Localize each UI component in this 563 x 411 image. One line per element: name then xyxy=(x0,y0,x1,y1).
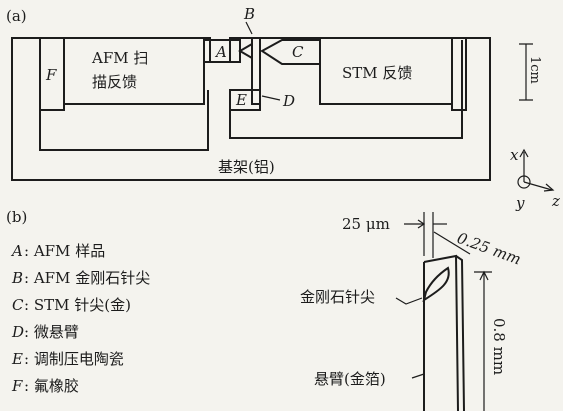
legend-text-B: : AFM 金刚石针尖 xyxy=(24,269,150,287)
cantilever-foil xyxy=(423,254,465,411)
dim-width-head xyxy=(417,219,426,229)
label-B: B xyxy=(243,5,255,23)
axis-x-arrow xyxy=(519,148,529,158)
stm-tip xyxy=(260,39,321,65)
fluoro-rubber-right xyxy=(451,37,467,111)
cantilever-label: 悬臂(金箔) xyxy=(314,370,386,388)
legend-key-F: F xyxy=(11,377,23,395)
dim-width-label: 25 μm xyxy=(342,215,390,233)
stm-box-label: STM 反馈 xyxy=(342,64,412,82)
legend-text-C: : STM 针尖(金) xyxy=(24,296,131,314)
label-C: C xyxy=(292,43,304,61)
label-A: A xyxy=(214,43,227,61)
legend-key-A: A xyxy=(10,242,23,260)
axis-y-label: y xyxy=(515,194,525,212)
axis-x-label: x xyxy=(510,146,519,164)
base-frame xyxy=(11,37,491,181)
afm-feedback-box xyxy=(63,37,205,105)
cantilever-leader xyxy=(411,373,425,379)
stm-feedback-box xyxy=(319,37,453,105)
leader-D xyxy=(261,95,281,101)
piezo-modulator xyxy=(229,89,261,111)
cantilever-detail: 25 μm 0.25 mm 0.8 mm 金刚石针尖 悬臂(金箔) xyxy=(300,212,523,411)
label-D: D xyxy=(282,92,295,110)
legend-key-B: B xyxy=(11,269,23,287)
legend-text-F: : 氟橡胶 xyxy=(24,377,79,395)
tip-leader xyxy=(395,297,423,305)
panel-label-a: (a) xyxy=(6,7,27,25)
legend-key-E: E xyxy=(11,350,23,368)
axis-z-arrow xyxy=(543,183,555,192)
afm-box-line2: 描反馈 xyxy=(92,73,137,91)
axis-z-label: z xyxy=(551,192,560,210)
cantilever-tip xyxy=(422,266,450,303)
axis-y-circle xyxy=(517,175,531,189)
base-label: 基架(铝) xyxy=(218,158,275,176)
label-E: E xyxy=(235,91,247,109)
scale-bar-label: 1cm xyxy=(527,56,542,84)
legend-key-C: C xyxy=(12,296,24,314)
cantilever xyxy=(251,37,261,105)
legend-key-D: D xyxy=(11,323,24,341)
legend-text-D: : 微悬臂 xyxy=(24,323,79,341)
legend-text-A: : AFM 样品 xyxy=(24,242,105,260)
legend-text-E: : 调制压电陶瓷 xyxy=(24,350,124,368)
scale-bar xyxy=(519,43,533,101)
dim-length-line xyxy=(433,231,471,255)
panel-label-b: (b) xyxy=(6,208,27,226)
label-F: F xyxy=(45,66,57,84)
axis-z-line xyxy=(523,181,553,191)
legend: A : AFM 样品 B : AFM 金刚石针尖 C : STM 针尖(金) D… xyxy=(10,242,150,395)
diamond-tip xyxy=(238,42,253,60)
tip-label: 金刚石针尖 xyxy=(300,288,375,306)
base-frame-inner xyxy=(39,40,463,151)
afm-box-line1: AFM 扫 xyxy=(91,49,148,67)
dim-length-label: 0.25 mm xyxy=(455,229,524,269)
dim-height-label: 0.8 mm xyxy=(490,318,508,375)
dim-height-head xyxy=(479,270,489,281)
leader-B xyxy=(245,21,253,35)
